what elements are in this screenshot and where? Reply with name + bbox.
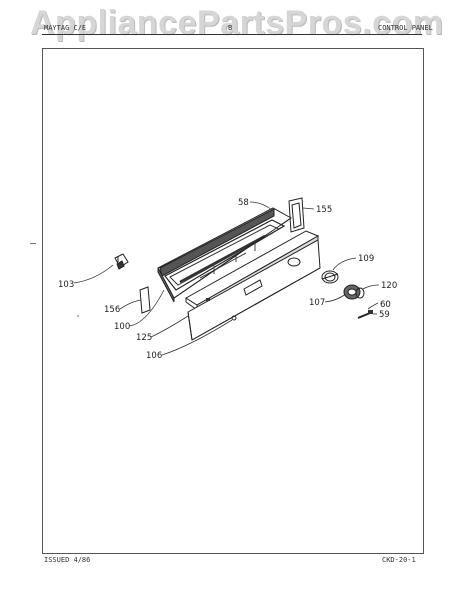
part-155-end-cap	[288, 197, 305, 233]
callout-107: 107	[309, 298, 325, 308]
callout-60: 60	[380, 300, 391, 310]
callout-59: 59	[379, 310, 390, 320]
margin-tick	[30, 243, 36, 244]
part-103-clip	[114, 253, 129, 270]
part-100-panel-back	[157, 207, 292, 303]
callout-103: 103	[58, 280, 74, 290]
header-mid: B	[228, 24, 233, 32]
part-106-face-plate	[187, 239, 321, 341]
callout-156: 156	[104, 305, 120, 315]
callout-125: 125	[136, 333, 152, 343]
callout-106: 106	[146, 351, 162, 361]
part-109-knob	[321, 270, 339, 284]
header-model: MAYTAG C/E	[44, 24, 87, 32]
callout-58: 58	[238, 198, 249, 208]
diagram-frame	[42, 48, 424, 554]
part-59-screw	[357, 310, 373, 319]
callout-100: 100	[114, 322, 130, 332]
part-156-plate	[139, 286, 151, 314]
callout-109: 109	[358, 254, 374, 264]
callout-155: 155	[316, 205, 332, 215]
part-120-washer	[355, 287, 365, 299]
watermark-text: AppliancePartsPros.com	[30, 4, 444, 42]
callout-120: 120	[381, 281, 397, 291]
header-section: CONTROL PANEL	[378, 24, 433, 32]
footer-issued: ISSUED 4/86	[44, 556, 91, 564]
speck-dot	[77, 315, 79, 317]
footer-code: CKD-20-1	[382, 556, 416, 564]
header-rule	[42, 34, 422, 35]
